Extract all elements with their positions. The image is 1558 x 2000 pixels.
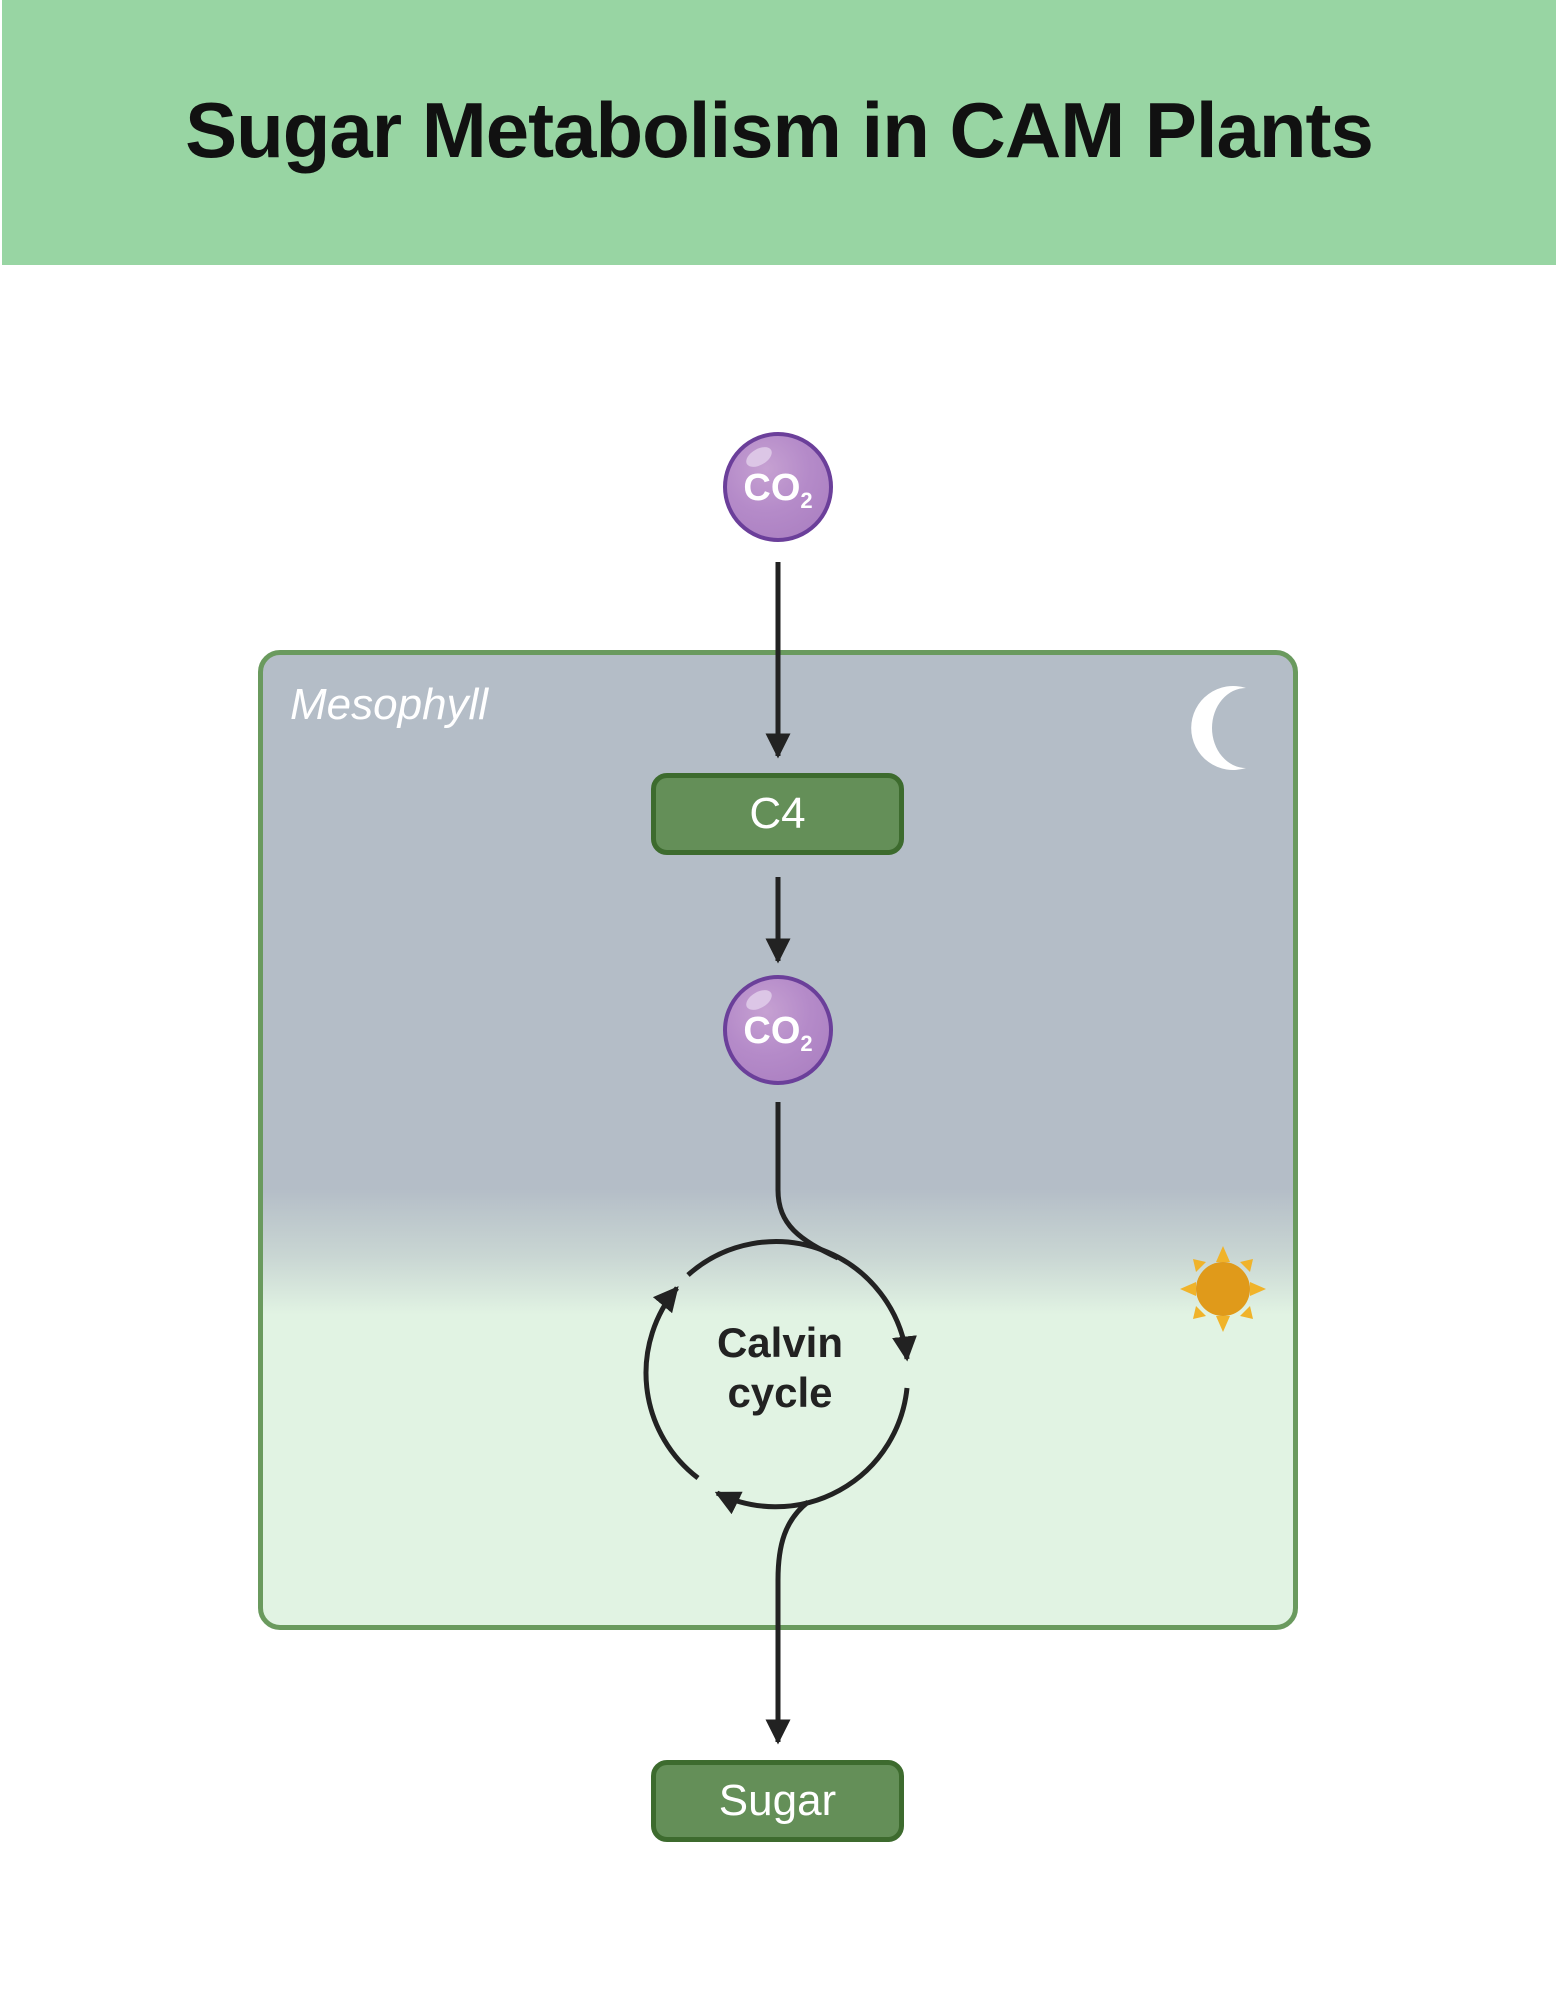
calvin-arc-right [686,1239,917,1362]
calvin-label-line2: cycle [727,1369,833,1416]
co2-formula-subscript: 2 [800,1031,813,1056]
co2-formula-text: CO [743,1010,801,1052]
calvin-arc-bottom [714,1387,910,1515]
sugar-box: Sugar [651,1760,904,1842]
co2-molecule-middle: CO2 [723,975,833,1085]
co2-molecule-top: CO2 [723,432,833,542]
co2-formula-text: CO [743,467,801,509]
calvin-arc-left [643,1286,700,1480]
mesophyll-label: Mesophyll [290,680,489,729]
co2-formula-middle: CO2 [727,1009,829,1066]
crescent-moon-icon [1191,686,1246,770]
calvin-cycle-label: Calvin cycle [680,1318,880,1418]
connector-co2-to-calvin [775,1102,840,1261]
arrow-calvin-to-sugar [765,1500,810,1745]
title-banner [2,0,1556,265]
calvin-label-line1: Calvin [716,1319,844,1366]
c4-box: C4 [651,773,904,855]
co2-formula-top: CO2 [727,466,829,523]
sun-icon [1180,1246,1266,1332]
co2-formula-subscript: 2 [800,488,813,513]
diagram-title: Sugar Metabolism in CAM Plants [185,86,1374,174]
